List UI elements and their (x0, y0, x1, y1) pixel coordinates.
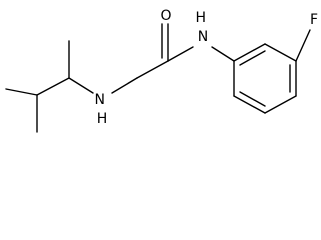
bond-c2-c4 (36, 77, 70, 96)
amine-h: H (97, 111, 108, 127)
amide-nh-label: H N (196, 10, 211, 45)
bond-ring-f (295, 29, 311, 62)
amine-nh-label: N H (95, 92, 110, 127)
amide-h: H (196, 10, 207, 26)
atom-labels: O H N N H F (95, 8, 319, 127)
bond-c4-nh (68, 77, 94, 94)
ring-bond-2 (264, 43, 297, 62)
ring-bond-4 (264, 95, 297, 114)
bond-nh-ring (211, 46, 235, 62)
bond-c1-c2 (5, 88, 38, 96)
oxygen-label: O (160, 8, 171, 24)
bond-carbonyl-nh (167, 46, 194, 62)
ring-double-1 (239, 50, 266, 66)
bonds (5, 23, 311, 133)
molecule-svg: O H N N H F (5, 8, 319, 133)
ring-bond-5 (233, 95, 266, 114)
structure-diagram: O H N N H F (5, 8, 319, 133)
amide-n: N (198, 29, 208, 45)
fluorine-label: F (310, 12, 318, 28)
bond-ch2-carbonyl (136, 60, 169, 79)
bond-nh-ch2 (111, 77, 138, 94)
amine-n: N (95, 92, 105, 108)
ring-double-3 (239, 91, 266, 107)
ring-bond-1 (233, 43, 266, 62)
